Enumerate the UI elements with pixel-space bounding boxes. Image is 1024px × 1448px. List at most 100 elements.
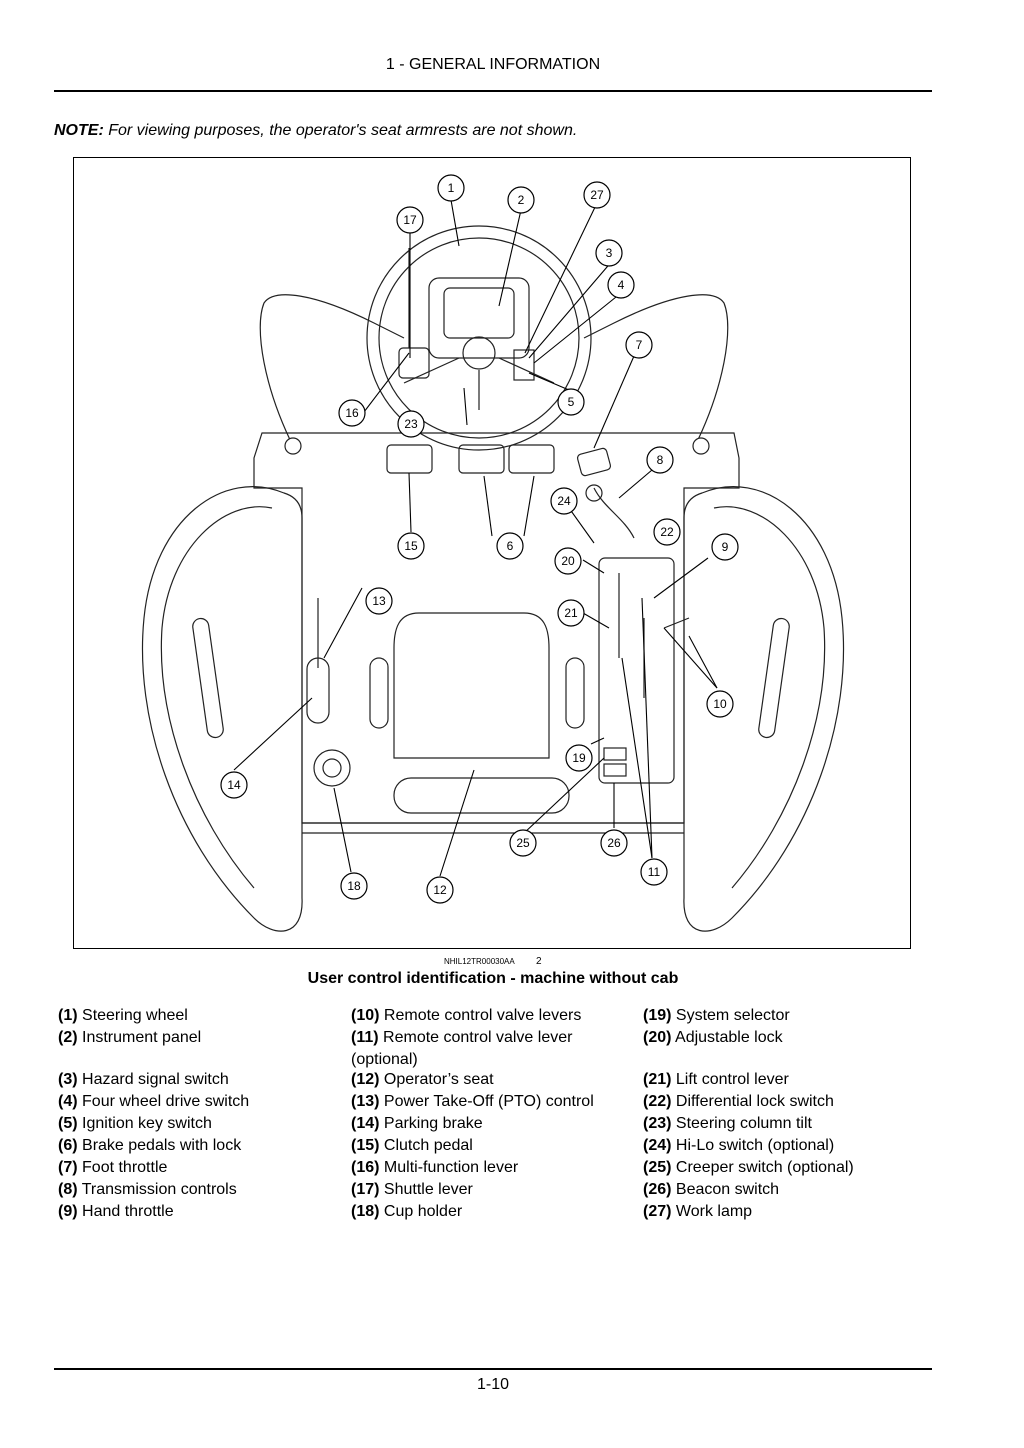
svg-text:7: 7	[636, 338, 643, 352]
left-rops-mount	[284, 437, 302, 455]
callout-1: 1	[437, 174, 465, 202]
legend-item: (10) Remote control valve levers	[351, 1007, 582, 1024]
note: NOTE: For viewing purposes, the operator…	[54, 122, 577, 140]
svg-text:21: 21	[564, 606, 578, 620]
brake-pedal-right	[508, 444, 555, 474]
svg-text:20: 20	[561, 554, 575, 568]
multi-function-lever-base	[398, 347, 430, 379]
svg-text:16: 16	[345, 406, 359, 420]
foot-throttle	[576, 447, 612, 477]
svg-text:22: 22	[660, 525, 674, 539]
callout-9: 9	[711, 533, 739, 561]
callout-21: 21	[557, 599, 585, 627]
svg-text:2: 2	[518, 193, 525, 207]
legend-item: (7) Foot throttle	[58, 1159, 168, 1176]
callout-14: 14	[220, 771, 248, 799]
figure-number: 2	[536, 956, 542, 967]
footer-rule	[54, 1368, 932, 1370]
svg-text:8: 8	[657, 453, 664, 467]
left-fender-inner	[160, 506, 273, 889]
left-rops	[259, 294, 405, 449]
svg-text:4: 4	[618, 278, 625, 292]
legend-item: (2) Instrument panel	[58, 1029, 202, 1046]
note-text: For viewing purposes, the operator's sea…	[108, 122, 578, 139]
callout-12: 12	[426, 876, 454, 904]
callout-13: 13	[365, 587, 393, 615]
clutch-pedal	[386, 444, 433, 474]
svg-text:13: 13	[372, 594, 386, 608]
legend-item: (25) Creeper switch (optional)	[643, 1159, 854, 1176]
callout-22: 22	[653, 518, 681, 546]
callout-6: 6	[496, 532, 524, 560]
legend-item: (11) Remote control valve lever (optiona…	[351, 1029, 573, 1068]
legend-item: (15) Clutch pedal	[351, 1137, 473, 1154]
svg-text:10: 10	[713, 697, 727, 711]
cup-holder	[313, 749, 351, 787]
callout-10: 10	[706, 690, 734, 718]
switch-cluster	[513, 349, 535, 381]
legend-item: (1) Steering wheel	[58, 1007, 188, 1024]
legend-item: (27) Work lamp	[643, 1203, 753, 1220]
figure-reference: NHIL12TR00030AA	[444, 957, 515, 966]
legend-item: (8) Transmission controls	[58, 1181, 237, 1198]
svg-text:26: 26	[607, 836, 621, 850]
legend-item: (17) Shuttle lever	[351, 1181, 473, 1198]
legend-item: (3) Hazard signal switch	[58, 1071, 229, 1088]
callout-19: 19	[565, 744, 593, 772]
svg-text:14: 14	[227, 778, 241, 792]
callout-17: 17	[396, 206, 424, 234]
callout-27: 27	[583, 181, 611, 209]
right-fender-inner	[713, 506, 826, 889]
figure-caption: User control identification - machine wi…	[307, 970, 679, 987]
callout-20: 20	[554, 547, 582, 575]
section-header: 1 - GENERAL INFORMATION	[385, 56, 601, 73]
legend-item: (6) Brake pedals with lock	[58, 1137, 242, 1154]
svg-text:23: 23	[404, 417, 418, 431]
svg-text:5: 5	[568, 395, 575, 409]
callout-11: 11	[640, 858, 668, 886]
callout-5: 5	[557, 388, 585, 416]
svg-text:17: 17	[403, 213, 417, 227]
legend-item: (24) Hi-Lo switch (optional)	[643, 1137, 835, 1154]
svg-text:6: 6	[507, 539, 514, 553]
hi-lo-lever	[593, 487, 635, 539]
callout-3: 3	[595, 239, 623, 267]
legend-item: (21) Lift control lever	[643, 1071, 789, 1088]
control-diagram: 1 2 27 3 4 5 7 8 9 10 11 12 13 14 15 6 1…	[73, 157, 911, 949]
page-number: 1-10	[476, 1376, 510, 1393]
svg-text:18: 18	[347, 879, 361, 893]
legend-column-3: (19) System selector (20) Adjustable loc…	[643, 1005, 854, 1223]
right-console	[598, 557, 675, 784]
svg-text:12: 12	[433, 883, 447, 897]
callout-26: 26	[600, 829, 628, 857]
steering-wheel	[366, 225, 592, 451]
legend-item: (23) Steering column tilt	[643, 1115, 812, 1132]
callout-16: 16	[338, 399, 366, 427]
svg-text:27: 27	[590, 188, 604, 202]
legend-item: (18) Cup holder	[351, 1203, 463, 1220]
callout-2: 2	[507, 186, 535, 214]
callout-7: 7	[625, 331, 653, 359]
legend-column-1: (1) Steering wheel (2) Instrument panel …	[58, 1005, 249, 1223]
operator-seat	[393, 612, 550, 759]
callout-4: 4	[607, 271, 635, 299]
seat-base	[393, 777, 570, 814]
right-rops-mount	[692, 437, 710, 455]
legend-item: (20) Adjustable lock	[643, 1029, 783, 1046]
legend-item: (14) Parking brake	[351, 1115, 483, 1132]
tractor-platform-drawing: 1 2 27 3 4 5 7 8 9 10 11 12 13 14 15 6 1…	[141, 174, 845, 932]
brake-pedal-left	[458, 444, 505, 474]
svg-text:1: 1	[448, 181, 455, 195]
svg-text:9: 9	[722, 540, 729, 554]
callout-25: 25	[509, 829, 537, 857]
legend-item: (12) Operator’s seat	[351, 1071, 494, 1088]
instrument-panel	[428, 277, 530, 359]
right-handle	[758, 617, 790, 739]
legend-item: (19) System selector	[643, 1007, 790, 1024]
legend-item: (13) Power Take-Off (PTO) control	[351, 1093, 594, 1110]
header-rule	[54, 90, 932, 92]
svg-text:3: 3	[606, 246, 613, 260]
platform-floor	[253, 432, 740, 824]
callout-23: 23	[397, 410, 425, 438]
left-fender	[141, 486, 303, 932]
